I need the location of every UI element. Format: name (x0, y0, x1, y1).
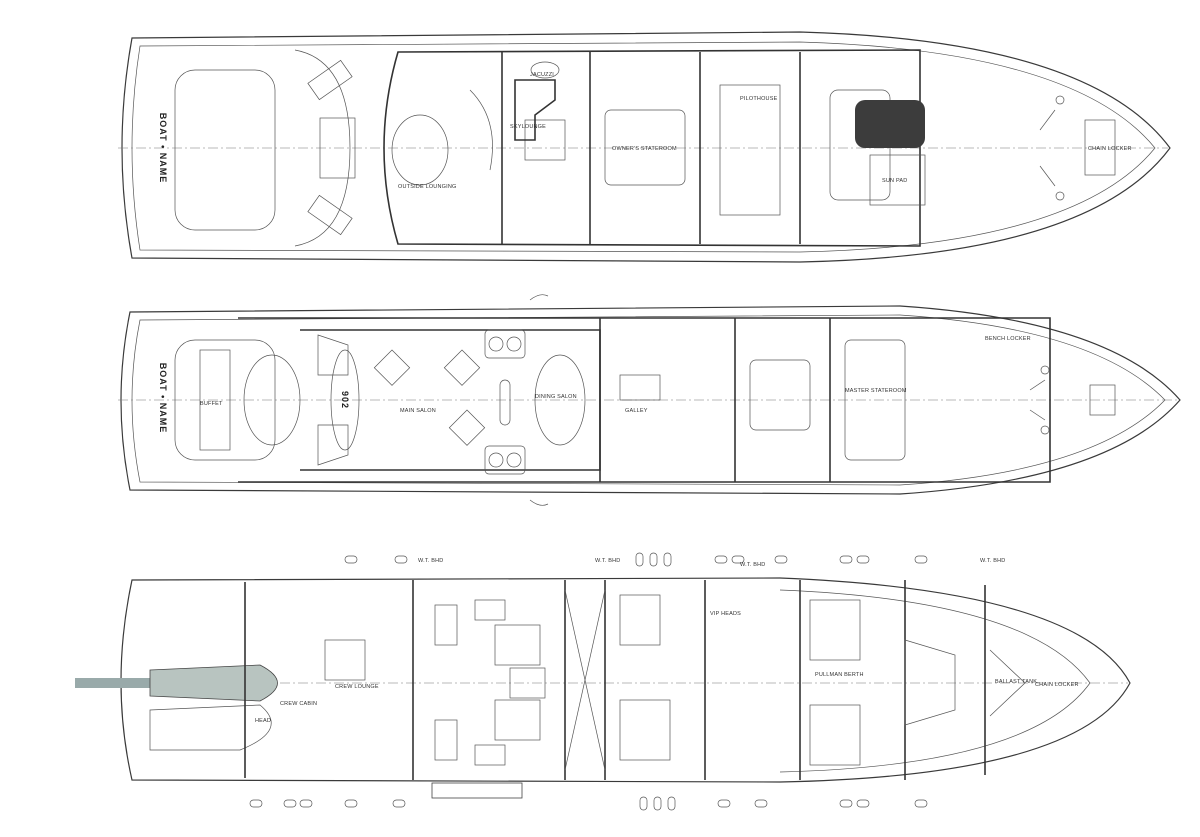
upper-hull-outline (121, 31, 1171, 263)
main-boat-name: BOAT • NAME (158, 363, 168, 433)
label-bench-locker: BENCH LOCKER (985, 336, 1031, 342)
label-galley: GALLEY (625, 408, 648, 414)
label-master-stateroom: MASTER STATEROOM (845, 388, 907, 394)
main-hull-outline (120, 305, 1181, 495)
upper-boat-name: BOAT • NAME (158, 113, 168, 183)
label-jacuzzi: JACUZZI (530, 72, 554, 78)
label-pullman-berth: PULLMAN BERTH (815, 672, 864, 678)
passerelle (75, 678, 185, 688)
model-number: 902 (340, 391, 350, 409)
label-wt-bhd-bow: W.T. BHD (980, 558, 1005, 564)
lower-deck-plan: W.T. BHD W.T. BHD W.T. BHD W.T. BHD CREW… (75, 552, 1131, 811)
main-deck-plan: BOAT • NAME 902 BUFFET MAIN SALON DINING… (118, 294, 1181, 506)
upper-deck-plan: BOAT • NAME OUTSIDE LOUNGING SKYLOUNGE J… (118, 31, 1171, 263)
label-pilothouse: PILOTHOUSE (740, 96, 778, 102)
portholes (249, 552, 928, 811)
label-wt-bhd-fwd: W.T. BHD (740, 562, 765, 568)
label-outside-lounging: OUTSIDE LOUNGING (398, 184, 457, 190)
label-lower-chain-locker: CHAIN LOCKER (1035, 682, 1079, 688)
label-owners-stateroom: OWNER'S STATEROOM (612, 146, 677, 152)
label-crew-cabin: CREW CABIN (280, 701, 317, 707)
label-sun-pad: SUN PAD (882, 178, 907, 184)
label-head: HEAD (255, 718, 271, 724)
label-crew-lounge: CREW LOUNGE (335, 684, 379, 690)
label-wt-bhd-mid: W.T. BHD (595, 558, 620, 564)
label-dining-salon: DINING SALON (535, 394, 577, 400)
label-skylounge: SKYLOUNGE (510, 124, 546, 130)
lower-hull-outline (120, 577, 1131, 783)
tender-boat-icon (855, 100, 925, 148)
label-vip-heads: VIP HEADS (710, 611, 741, 617)
label-ballast-tank: BALLAST TANK (995, 679, 1037, 685)
label-main-salon: MAIN SALON (400, 408, 436, 414)
label-wt-bhd-aft: W.T. BHD (418, 558, 443, 564)
label-upper-chain-locker: CHAIN LOCKER (1088, 146, 1132, 152)
label-buffet: BUFFET (200, 401, 223, 407)
